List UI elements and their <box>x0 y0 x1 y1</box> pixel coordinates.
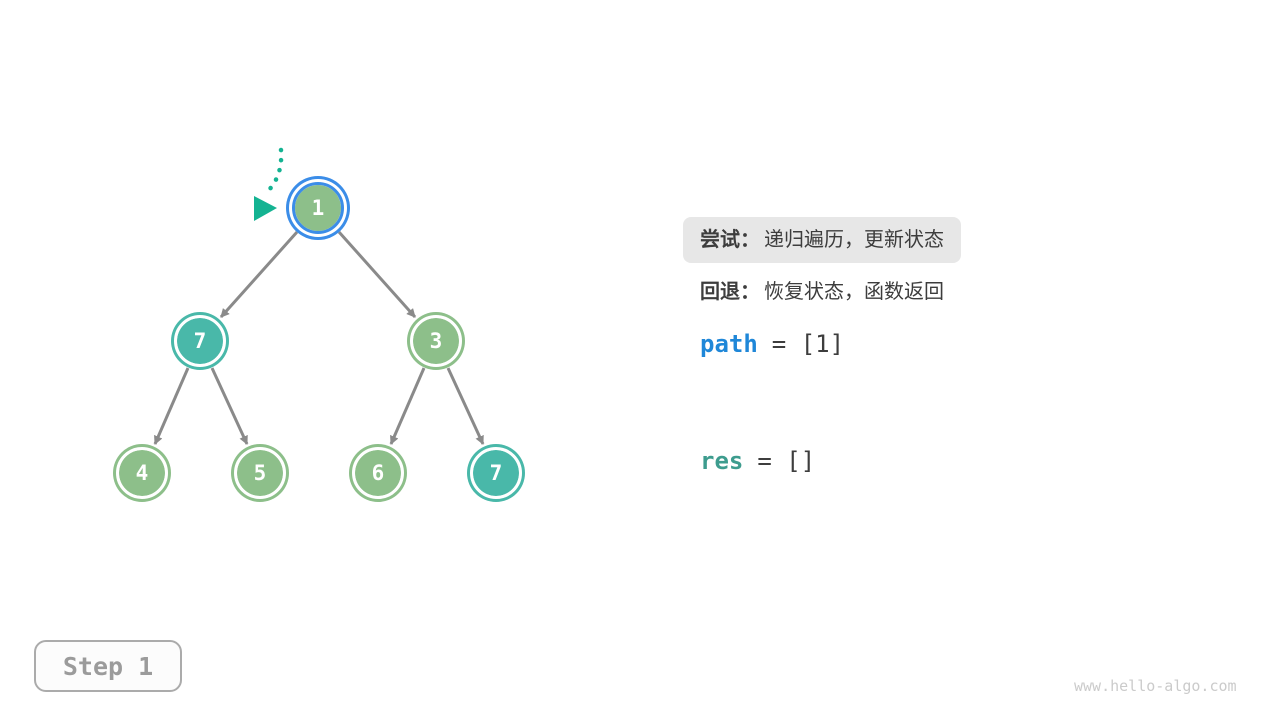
node-label: 4 <box>135 461 149 485</box>
tree-node-7-right[interactable]: 7 <box>470 447 522 499</box>
node-label: 6 <box>371 461 385 485</box>
edge-1-7 <box>219 231 299 318</box>
edge-3-6 <box>389 367 426 445</box>
try-status-highlight: 尝试：递归遍历，更新状态 <box>683 217 961 263</box>
node-label: 5 <box>253 461 267 485</box>
res-variable-name: res <box>700 447 744 475</box>
edge-1-3 <box>337 231 417 318</box>
node-label: 3 <box>429 329 443 353</box>
watermark: www.hello-algo.com <box>1074 677 1237 695</box>
tree-node-1-current[interactable]: 1 <box>292 182 344 234</box>
backtrack-label: 回退： <box>700 281 760 303</box>
backtrack-text: 恢复状态，函数返回 <box>764 281 944 303</box>
edge-7-5 <box>210 367 249 445</box>
res-variable-line: res = [] <box>700 447 815 475</box>
backtrack-status: 回退：恢复状态，函数返回 <box>700 281 944 303</box>
edge-7-4 <box>153 367 190 445</box>
node-label: 1 <box>311 196 325 220</box>
tree-node-3[interactable]: 3 <box>410 315 462 367</box>
tree-node-6[interactable]: 6 <box>352 447 404 499</box>
node-label: 7 <box>489 461 503 485</box>
current-pointer-arrow-icon <box>254 147 284 221</box>
step-badge: Step 1 <box>34 640 182 692</box>
path-variable-value: = [1] <box>771 330 845 358</box>
path-variable-name: path <box>700 330 758 358</box>
tree-node-7-left[interactable]: 7 <box>174 315 226 367</box>
res-variable-value: = [] <box>757 447 816 475</box>
try-text: 递归遍历，更新状态 <box>764 229 944 251</box>
tree-node-5[interactable]: 5 <box>234 447 286 499</box>
path-variable-line: path = [1] <box>700 330 844 358</box>
node-label: 7 <box>193 329 207 353</box>
tree-node-4[interactable]: 4 <box>116 447 168 499</box>
edge-3-7 <box>446 367 485 445</box>
try-label: 尝试： <box>700 229 760 251</box>
